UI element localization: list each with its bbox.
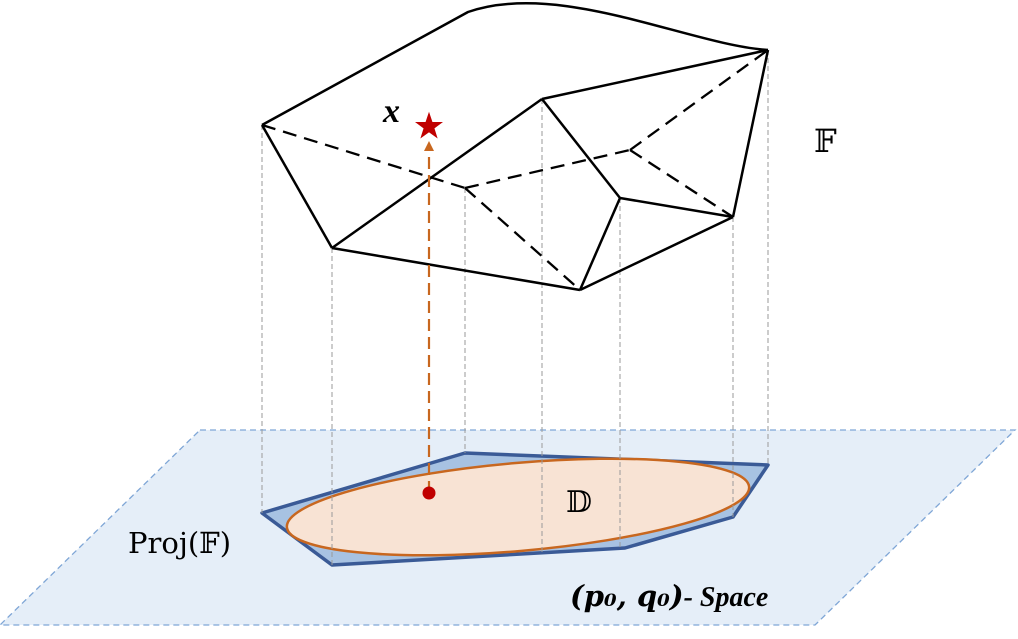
domain-label: 𝔻 [566,485,592,520]
feasible-surface [260,2,770,292]
domain-ellipse [285,457,751,557]
hidden-edge [629,149,734,218]
space-label: (p₀, q₀)- Space [570,579,768,613]
hidden-edge [464,148,631,190]
space-math-label: (p₀, q₀) [570,579,684,613]
hidden-edge [261,123,466,190]
surface-top-edge [261,2,769,127]
surface-edge [731,49,770,218]
projection-lines [261,50,769,565]
hidden-edge [464,187,581,291]
surface-edge [541,98,621,199]
x-label: x [382,93,400,130]
surface-edge [619,196,734,219]
surface-edge [541,48,769,101]
projection-label: Proj(𝔽) [128,526,231,560]
surface-edge [579,215,734,292]
space-suffix-label: - Space [684,582,769,613]
star-marker [415,111,443,139]
feasible-set-label: 𝔽 [814,122,837,160]
surface-edge [331,97,543,250]
surface-edge [331,246,581,292]
surface-edge [578,197,622,291]
feasible-surface-hidden [261,49,769,291]
surface-edge [260,124,334,249]
hidden-edge [629,49,769,151]
domain-point [422,486,436,500]
